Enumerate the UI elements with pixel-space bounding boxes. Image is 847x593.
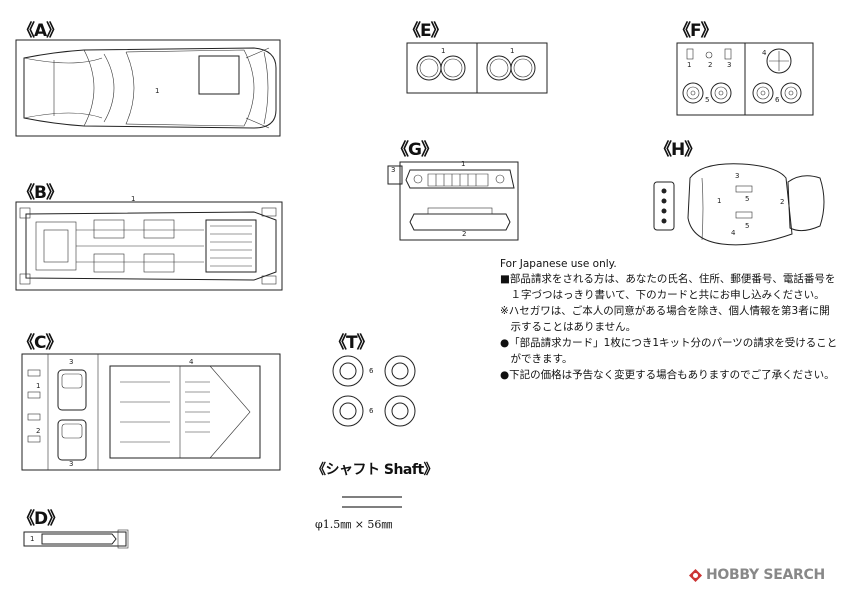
part-number: 1 bbox=[717, 197, 722, 205]
part-number: 1 bbox=[155, 87, 160, 95]
part-number: 2 bbox=[780, 198, 785, 206]
hobby-search-logo-icon bbox=[689, 568, 702, 582]
part-number: 6 bbox=[775, 96, 780, 104]
watermark-text: HOBBY SEARCH bbox=[706, 567, 825, 583]
notes-line: １字づつはっきり書いて、下のカードと共にお申し込みください。 bbox=[500, 289, 825, 301]
part-number: 6 bbox=[369, 367, 374, 375]
part-number: 1 bbox=[36, 382, 41, 390]
part-number: 4 bbox=[762, 49, 767, 57]
section-h-clear-parts-sprue bbox=[653, 163, 825, 246]
part-number: 4 bbox=[731, 229, 736, 237]
section-a-car-body-top bbox=[15, 39, 281, 137]
notes-line: ※ハセガワは、ご本人の同意がある場合を除き、個人情報を第3者に開 bbox=[500, 305, 830, 317]
part-number: 5 bbox=[705, 96, 710, 104]
part-number: 6 bbox=[369, 407, 374, 415]
section-a-label: 《A》 bbox=[18, 21, 63, 41]
section-f-wheel-sprue bbox=[676, 42, 814, 116]
shaft-dimension: φ1.5㎜ × 56㎜ bbox=[315, 518, 393, 531]
section-h-label: 《H》 bbox=[655, 140, 701, 160]
section-g-label: 《G》 bbox=[392, 140, 438, 160]
notes-line: ●「部品請求カード」1枚につき1キット分のパーツの請求を受けること bbox=[500, 337, 838, 349]
part-number: 4 bbox=[189, 358, 194, 366]
section-b-chassis bbox=[15, 201, 283, 291]
section-e-label: 《E》 bbox=[404, 21, 448, 41]
part-number: 3 bbox=[735, 172, 740, 180]
notes-line: ができます。 bbox=[500, 353, 573, 365]
notes-heading: For Japanese use only. bbox=[500, 258, 617, 270]
section-d-sprue bbox=[23, 529, 129, 549]
notes-line: ●下記の価格は予告なく変更する場合もありますのでご了承ください。 bbox=[500, 369, 835, 381]
section-g-grille-sprue bbox=[387, 161, 519, 241]
shaft-rod bbox=[342, 496, 402, 508]
notes-line: 示することはありません。 bbox=[500, 321, 637, 333]
part-number: 1 bbox=[461, 160, 466, 168]
part-number: 2 bbox=[708, 61, 713, 69]
hobby-search-watermark: HOBBY SEARCH bbox=[689, 567, 825, 583]
part-number: 3 bbox=[69, 460, 74, 468]
notes-line: ■部品請求をされる方は、あなたの氏名、住所、郵便番号、電話番号を bbox=[500, 273, 836, 285]
section-t-tires bbox=[332, 355, 416, 427]
part-number: 5 bbox=[745, 195, 750, 203]
part-number: 3 bbox=[727, 61, 732, 69]
part-number: 1 bbox=[30, 535, 35, 543]
part-number: 3 bbox=[69, 358, 74, 366]
part-number: 1 bbox=[131, 195, 136, 203]
section-f-label: 《F》 bbox=[674, 21, 718, 41]
part-number: 2 bbox=[462, 230, 467, 238]
section-c-interior-sprue bbox=[21, 353, 281, 471]
part-number: 1 bbox=[687, 61, 692, 69]
part-number: 5 bbox=[745, 222, 750, 230]
section-c-label: 《C》 bbox=[18, 333, 62, 353]
shaft-title: 《シャフト Shaft》 bbox=[312, 462, 438, 478]
section-b-label: 《B》 bbox=[18, 183, 63, 203]
section-t-label: 《T》 bbox=[330, 333, 374, 353]
part-number: 2 bbox=[36, 427, 41, 435]
section-d-label: 《D》 bbox=[18, 509, 64, 529]
part-number: 1 bbox=[441, 47, 446, 55]
part-number: 1 bbox=[510, 47, 515, 55]
part-number: 3 bbox=[391, 166, 396, 174]
section-e-lens-sprue bbox=[406, 42, 548, 94]
